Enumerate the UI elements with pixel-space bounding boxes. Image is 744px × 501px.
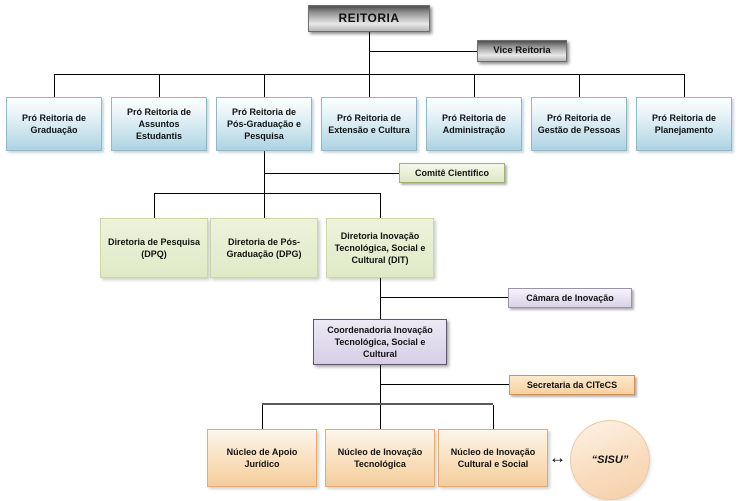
- connector-line: [154, 193, 155, 218]
- org-box-pro-reitoria-gestao-pessoas: Pró Reitoria de Gestão de Pessoas: [531, 97, 627, 151]
- connector-line: [264, 173, 399, 174]
- org-box-diretoria-pos-graduacao-dpg: Diretoria de Pós-Graduação (DPG): [210, 218, 318, 278]
- org-box-diretoria-inovacao-dit: Diretoria Inovação Tecnológica, Social e…: [326, 218, 434, 278]
- org-box-pro-reitoria-pos-graduacao-pesquisa: Pró Reitoria de Pós-Graduação e Pesquisa: [216, 97, 312, 151]
- org-box-comite-cientifico: Comitê Cientifico: [399, 163, 505, 183]
- org-box-pro-reitoria-planejamento: Pró Reitoria de Planejamento: [636, 97, 732, 151]
- connector-line: [380, 384, 509, 385]
- connector-line: [54, 74, 55, 97]
- bidirectional-arrow-icon: ↔: [549, 448, 566, 467]
- connector-line: [684, 74, 685, 97]
- connector-line: [264, 151, 265, 218]
- connector-line: [474, 74, 475, 97]
- connector-line: [380, 193, 381, 218]
- org-box-pro-reitoria-extensao-cultura: Pró Reitoria de Extensão e Cultura: [321, 97, 417, 151]
- org-box-diretoria-pesquisa-dpq: Diretoria de Pesquisa (DPQ): [100, 218, 208, 278]
- org-box-camara-inovacao: Câmara de Inovação: [508, 288, 632, 308]
- org-box-secretaria-citecs: Secretaria da CITeCS: [509, 375, 635, 395]
- connector-line: [369, 51, 477, 52]
- connector-line: [54, 74, 685, 75]
- connector-line: [262, 403, 493, 405]
- connector-line: [369, 32, 370, 97]
- org-box-pro-reitoria-assuntos-estudantis: Pró Reitoria de Assuntos Estudantis: [111, 97, 207, 151]
- org-box-nucleo-apoio-juridico: Núcleo de Apoio Jurídico: [207, 429, 317, 487]
- org-box-reitoria: REITORIA: [308, 5, 430, 32]
- org-box-coordenadoria-citecs: Coordenadoria Inovação Tecnológica, Soci…: [313, 319, 447, 365]
- connector-line: [264, 74, 265, 97]
- connector-line: [493, 405, 494, 429]
- connector-line: [159, 74, 160, 97]
- connector-line: [380, 297, 508, 298]
- org-box-pro-reitoria-graduacao: Pró Reitoria de Graduação: [6, 97, 102, 151]
- connector-line: [262, 405, 263, 429]
- connector-line: [154, 193, 380, 194]
- connector-line: [380, 278, 381, 319]
- org-box-nucleo-inovacao-tecnologica: Núcleo de Inovação Tecnológica: [325, 429, 435, 487]
- connector-line: [579, 74, 580, 97]
- connector-line: [380, 365, 381, 429]
- org-box-nucleo-inovacao-cultural-social: Núcleo de Inovação Cultural e Social: [438, 429, 548, 487]
- org-circle-sisu: “SISU”: [570, 420, 650, 500]
- org-box-pro-reitoria-administracao: Pró Reitoria de Administração: [426, 97, 522, 151]
- org-box-vice-reitoria: Vice Reitoria: [477, 40, 567, 62]
